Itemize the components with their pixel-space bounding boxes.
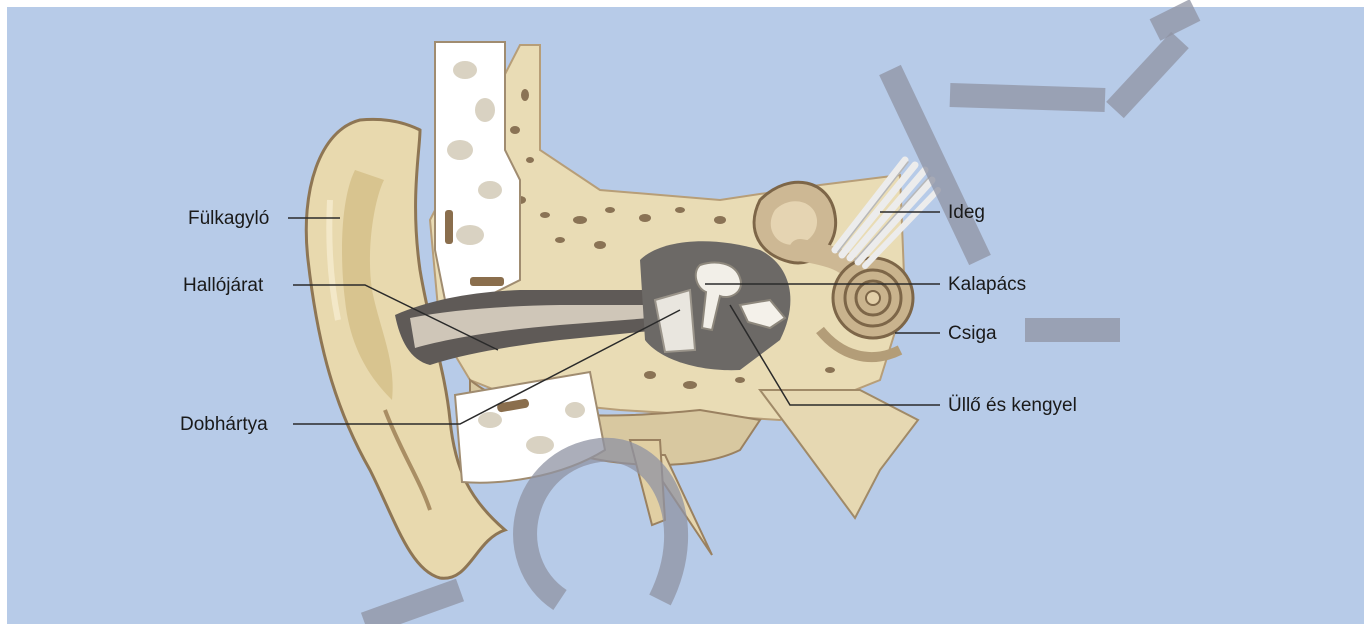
label-dobhartya: Dobhártya xyxy=(180,415,268,434)
label-kalapacs: Kalapács xyxy=(948,275,1026,294)
label-hallojarat: Hallójárat xyxy=(183,276,263,295)
label-fulkagylo: Fülkagyló xyxy=(188,209,269,228)
label-csiga: Csiga xyxy=(948,324,997,343)
label-ideg: Ideg xyxy=(948,203,985,222)
label-ullo-kengyel: Üllő és kengyel xyxy=(948,396,1077,415)
